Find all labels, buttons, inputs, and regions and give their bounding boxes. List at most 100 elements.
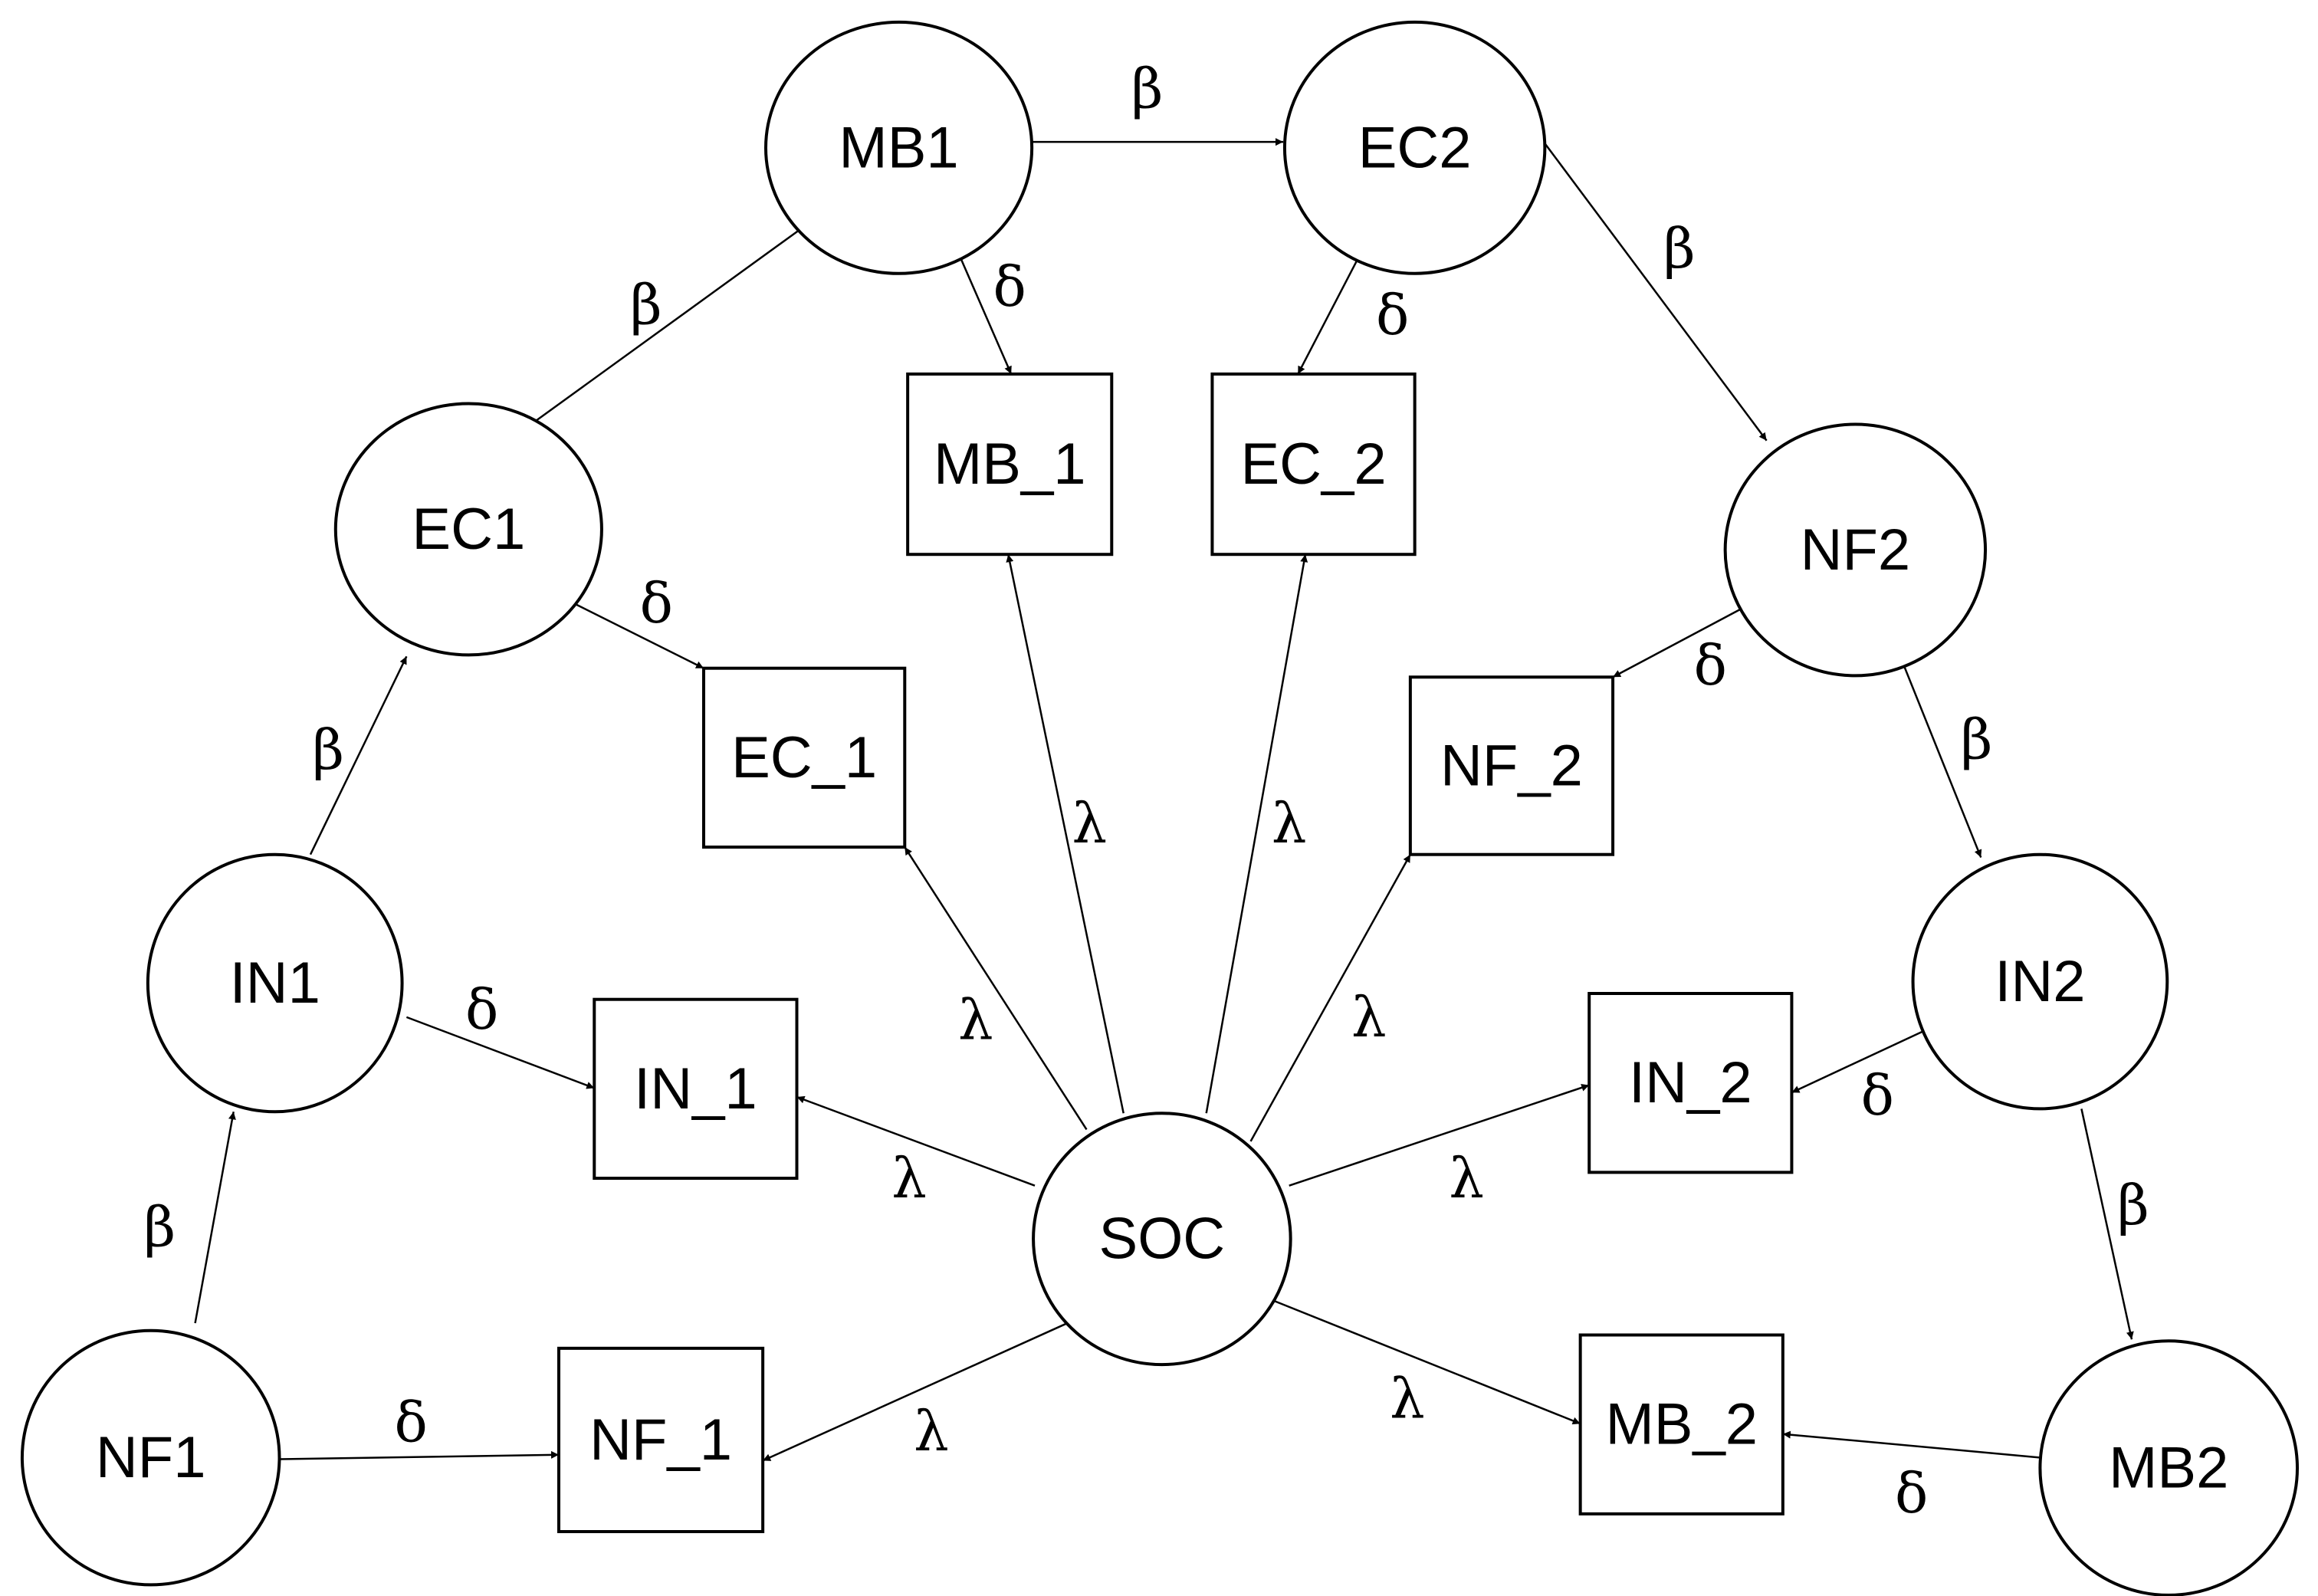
edge-mb2-to-mb-2-arrow: [1782, 1430, 2042, 1459]
edge-mb1-to-ec2-label: β: [1131, 57, 1164, 121]
latent-node-nf2-label: NF2: [1801, 517, 1911, 583]
edge-soc-to-mb-1-label: λ: [1072, 791, 1108, 855]
observed-node-nf-1-label: NF_1: [589, 1407, 732, 1473]
edge-nf2-to-nf-2-label: δ: [1694, 633, 1727, 698]
edge-nf1-to-in1-label: β: [143, 1195, 176, 1259]
edge-in2-to-in-2-arrow: [1791, 1031, 1922, 1094]
observed-node-mb-2-label: MB_2: [1605, 1392, 1758, 1457]
edge-soc-to-mb-2-label: λ: [1390, 1366, 1425, 1430]
observed-node-mb-1: MB_1: [906, 372, 1114, 557]
edge-soc-to-in-2-label: λ: [1449, 1146, 1484, 1210]
edge-labels: β β β β β β β δ δ δ δ δ δ δ δ λ λ λ λ λ λ λ λ: [143, 57, 2149, 1525]
observed-node-nf-2-label: NF_2: [1440, 734, 1583, 799]
latent-node-soc: SOC: [1032, 1112, 1292, 1367]
edge-nf2-to-in2-arrow: [1896, 647, 1982, 859]
observed-node-ec-2: EC_2: [1210, 372, 1417, 557]
observed-node-ec-2-box: [1210, 372, 1417, 557]
edge-ec1-to-mb1-arrow: [534, 222, 809, 422]
latent-node-in1-circle: [146, 852, 404, 1114]
edge-ec2-to-ec-2-label: δ: [1376, 283, 1409, 347]
latent-node-nf1: NF1: [20, 1328, 281, 1587]
latent-node-ec1: EC1: [333, 402, 603, 657]
edge-in2-to-mb2-label: β: [2117, 1173, 2149, 1237]
edge-soc-to-mb-1-arrow: [1006, 553, 1125, 1114]
observed-node-nf-1: NF_1: [557, 1346, 765, 1534]
latent-node-mb2-circle: [2038, 1339, 2299, 1596]
latent-node-soc-circle: [1032, 1112, 1292, 1367]
edge-ec1-to-mb1-label: β: [630, 272, 662, 337]
edge-ec2-to-nf2-arrow: [1544, 143, 1768, 442]
edge-in1-to-in-1-label: δ: [465, 977, 498, 1042]
edge-soc-to-ec-1-label: λ: [958, 988, 993, 1053]
observed-node-in-1: IN_1: [593, 997, 799, 1181]
edge-mb1-to-mb-1-label: δ: [993, 255, 1026, 319]
observed-node-mb-2: MB_2: [1578, 1333, 1784, 1516]
latent-node-nf1-circle: [20, 1328, 281, 1587]
edge-soc-to-ec-2-arrow: [1205, 553, 1308, 1114]
latent-node-ec2-label: EC2: [1358, 115, 1472, 180]
latent-node-mb1-label: MB1: [839, 115, 958, 180]
observed-node-in-2: IN_2: [1587, 992, 1794, 1174]
latent-node-in1: IN1: [146, 852, 404, 1114]
observed-node-ec-1: EC_1: [702, 666, 907, 849]
latent-node-ec1-label: EC1: [412, 497, 525, 562]
latent-node-mb2: MB2: [2038, 1339, 2299, 1596]
latent-node-ec2-circle: [1282, 20, 1547, 275]
edge-in2-to-mb2-arrow: [2080, 1108, 2134, 1340]
edge-ec1-to-ec-1-arrow: [573, 602, 704, 669]
edge-soc-to-nf-1-arrow: [762, 1322, 1068, 1462]
edge-in1-to-ec1-label: β: [312, 718, 344, 782]
latent-node-ec1-circle: [333, 402, 603, 657]
observed-node-in-2-label: IN_2: [1629, 1050, 1752, 1115]
observed-node-mb-1-label: MB_1: [934, 432, 1086, 497]
edge-soc-to-in-1-arrow: [796, 1095, 1036, 1187]
latent-node-soc-label: SOC: [1099, 1207, 1226, 1272]
observed-node-in-2-box: [1587, 992, 1794, 1174]
edge-soc-to-nf-2-arrow: [1249, 854, 1411, 1142]
observed-node-nf-1-box: [557, 1346, 765, 1534]
observed-node-ec-2-label: EC_2: [1240, 432, 1386, 497]
edge-in2-to-in-2-label: δ: [1861, 1063, 1894, 1128]
latent-node-in2: IN2: [1911, 852, 2169, 1111]
observed-node-nf-2-box: [1408, 675, 1615, 856]
latent-node-mb2-label: MB2: [2109, 1436, 2228, 1501]
edges: [194, 138, 2134, 1462]
latent-node-mb1-circle: [764, 20, 1034, 275]
observed-node-mb-1-box: [906, 372, 1114, 557]
edge-nf2-to-in2-label: β: [1961, 707, 1993, 771]
latent-node-in1-label: IN1: [230, 951, 320, 1016]
edge-nf2-to-nf-2-arrow: [1612, 602, 1752, 678]
edge-ec1-to-ec-1-label: δ: [640, 571, 673, 635]
edge-soc-to-mb-2-arrow: [1273, 1299, 1581, 1425]
latent-node-in2-circle: [1911, 852, 2169, 1111]
latent-node-nf2-circle: [1723, 422, 1988, 678]
observed-node-mb-2-box: [1578, 1333, 1784, 1516]
latent-node-in2-label: IN2: [1995, 949, 2085, 1014]
edge-nf1-to-in1-arrow: [194, 1112, 236, 1324]
observed-node-ec-1-label: EC_1: [731, 725, 877, 790]
latent-node-nf1-label: NF1: [96, 1425, 206, 1490]
latent-node-nf2: NF2: [1723, 422, 1988, 678]
edge-mb2-to-mb-2-label: δ: [1895, 1461, 1928, 1525]
edge-soc-to-in-2-arrow: [1289, 1084, 1590, 1187]
edge-soc-to-in-1-label: λ: [891, 1146, 927, 1210]
edge-nf1-to-nf-1-arrow: [279, 1450, 560, 1460]
edge-nf1-to-nf-1-label: δ: [394, 1390, 427, 1454]
observed-node-nf-2: NF_2: [1408, 675, 1615, 856]
edge-in1-to-ec1-arrow: [309, 655, 408, 855]
latent-node-ec2: EC2: [1282, 20, 1547, 275]
latent-node-mb1: MB1: [764, 20, 1034, 275]
edge-ec2-to-nf2-label: β: [1663, 216, 1696, 281]
edge-soc-to-nf-1-label: λ: [914, 1399, 949, 1463]
observed-node-ec-1-box: [702, 666, 907, 849]
edge-ec2-to-ec-2-arrow: [1297, 259, 1358, 375]
observed-node-in-1-label: IN_1: [634, 1056, 757, 1121]
observed-node-in-1-box: [593, 997, 799, 1181]
edge-soc-to-nf-2-label: λ: [1351, 985, 1387, 1049]
edge-mb1-to-mb-1-arrow: [960, 258, 1013, 375]
edge-soc-to-ec-2-label: λ: [1272, 791, 1307, 855]
edge-soc-to-ec-1-arrow: [904, 846, 1088, 1131]
edge-in1-to-in-1-arrow: [405, 1016, 595, 1089]
